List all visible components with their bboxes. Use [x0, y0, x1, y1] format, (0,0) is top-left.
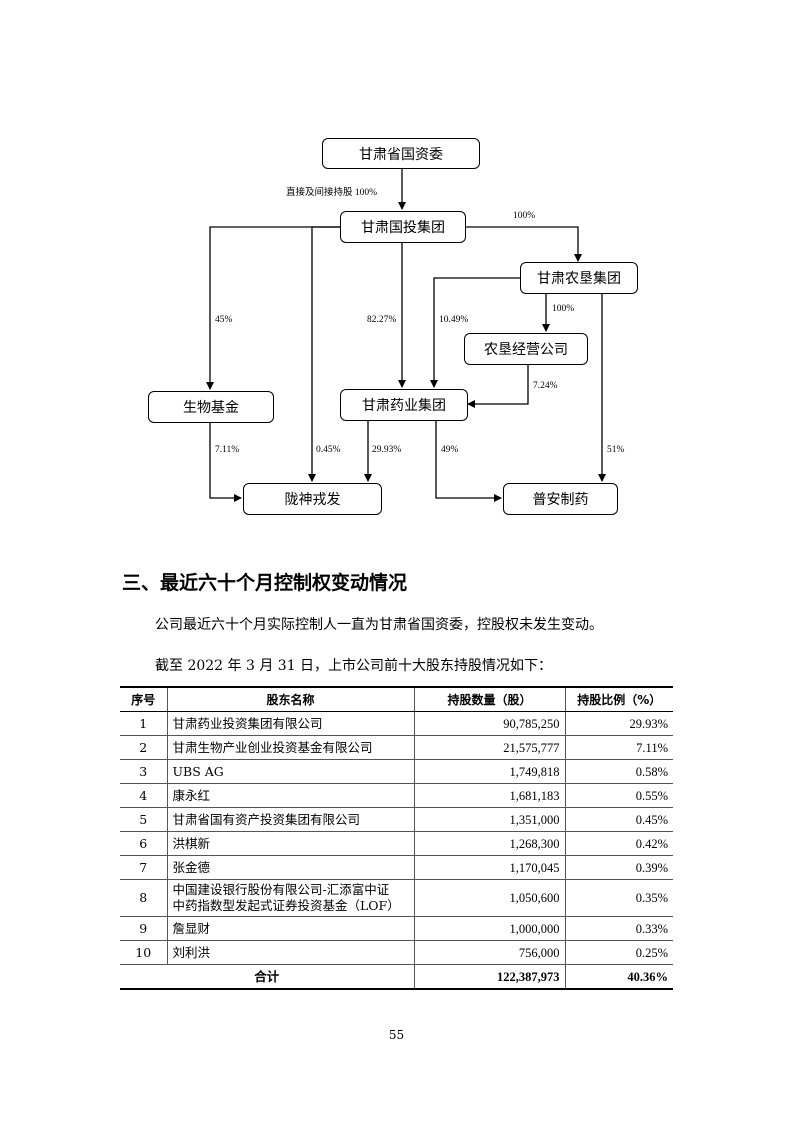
page-number: 55 [388, 1028, 405, 1042]
row-ratio: 0.42% [564, 831, 673, 856]
row-no: 5 [120, 807, 168, 832]
row-name-line-1: 中国建设银行股份有限公司-汇添富中证 [172, 882, 390, 897]
ownership-structure-diagram: 甘肃省国资委 甘肃国投集团 甘肃农垦集团 农垦经营公司 生物基金 甘肃药业集团 … [0, 0, 793, 540]
table-row: 10 刘利洪 756,000 0.25% [120, 940, 673, 965]
edge-gt-longshen [308, 226, 340, 482]
label-pharma-puan: 49% [441, 445, 459, 455]
node-longshen: 陇神戎发 [243, 483, 382, 515]
row-name: 刘利洪 [166, 940, 415, 965]
edge-pharma-puan [435, 421, 502, 502]
label-bio-longshen: 7.11% [215, 445, 240, 455]
row-name: 张金德 [166, 855, 415, 880]
label-nongken-nkjy: 100% [552, 304, 575, 314]
row-ratio: 0.39% [564, 855, 673, 880]
row-ratio: 0.25% [564, 940, 673, 965]
row-no: 3 [120, 759, 168, 784]
row-name: 甘肃药业投资集团有限公司 [166, 711, 415, 736]
label-gt-pharma: 82.27% [367, 315, 397, 325]
table-row: 8 中国建设银行股份有限公司-汇添富中证 中药指数型发起式证券投资基金（LOF）… [120, 879, 673, 917]
row-no: 1 [120, 711, 168, 736]
edge-nongken-pharma [430, 277, 520, 388]
row-shares: 21,575,777 [413, 735, 566, 760]
total-shares: 122,387,973 [413, 964, 566, 990]
row-ratio: 0.45% [564, 807, 673, 832]
table-total-row: 合计 122,387,973 40.36% [120, 964, 673, 990]
row-name: UBS AG [166, 759, 415, 784]
row-ratio: 0.58% [564, 759, 673, 784]
node-sasac: 甘肃省国资委 [322, 138, 480, 169]
table-intro-paragraph: 截至 2022 年 3 月 31 日，上市公司前十大股东持股情况如下： [155, 658, 553, 674]
header-ratio: 持股比例（%） [564, 686, 673, 712]
node-bio-fund: 生物基金 [148, 391, 274, 423]
row-name-line-2: 中药指数型发起式证券投资基金（LOF） [172, 898, 400, 913]
row-ratio: 0.55% [564, 783, 673, 808]
row-no: 8 [120, 879, 168, 917]
label-sasac-gt: 直接及间接持股 100% [286, 188, 378, 198]
label-nongken-pharma: 10.49% [439, 315, 469, 325]
node-puan-pharma: 普安制药 [503, 483, 618, 515]
label-pharma-longshen: 29.93% [372, 445, 402, 455]
top-ten-shareholders-table: 序号 股东名称 持股数量（股） 持股比例（%） 1 甘肃药业投资集团有限公司 9… [120, 686, 673, 990]
row-name: 康永红 [166, 783, 415, 808]
edge-gt-nongken [466, 226, 582, 262]
node-nongken-group: 甘肃农垦集团 [520, 262, 638, 294]
table-row: 6 洪棋新 1,268,300 0.42% [120, 831, 673, 856]
table-row: 7 张金德 1,170,045 0.39% [120, 855, 673, 880]
row-shares: 1,050,600 [413, 879, 566, 917]
row-no: 10 [120, 940, 168, 965]
row-shares: 1,170,045 [413, 855, 566, 880]
label-gt-longshen: 0.45% [316, 445, 341, 455]
edge-bio-longshen [209, 423, 242, 502]
row-no: 7 [120, 855, 168, 880]
table-row: 9 詹显财 1,000,000 0.33% [120, 916, 673, 941]
header-no: 序号 [120, 686, 168, 712]
node-pharma-group: 甘肃药业集团 [340, 389, 468, 421]
row-ratio: 29.93% [564, 711, 673, 736]
table-row: 4 康永红 1,681,183 0.55% [120, 783, 673, 808]
section-heading: 三、最近六十个月控制权变动情况 [122, 572, 408, 594]
label-nongken-puan: 51% [607, 445, 625, 455]
total-label: 合计 [120, 964, 415, 990]
row-name: 中国建设银行股份有限公司-汇添富中证 中药指数型发起式证券投资基金（LOF） [166, 879, 415, 917]
row-name: 甘肃省国有资产投资集团有限公司 [166, 807, 415, 832]
row-no: 6 [120, 831, 168, 856]
row-ratio: 0.33% [564, 916, 673, 941]
row-shares: 1,681,183 [413, 783, 566, 808]
row-shares: 1,749,818 [413, 759, 566, 784]
table-row: 2 甘肃生物产业创业投资基金有限公司 21,575,777 7.11% [120, 735, 673, 760]
control-change-paragraph: 公司最近六十个月实际控制人一直为甘肃省国资委，控股权未发生变动。 [155, 617, 603, 633]
node-gansu-guotou-group: 甘肃国投集团 [340, 211, 466, 243]
table-row: 3 UBS AG 1,749,818 0.58% [120, 759, 673, 784]
row-name: 詹显财 [166, 916, 415, 941]
header-name: 股东名称 [166, 686, 415, 712]
row-no: 2 [120, 735, 168, 760]
row-ratio: 7.11% [564, 735, 673, 760]
row-name: 甘肃生物产业创业投资基金有限公司 [166, 735, 415, 760]
total-ratio: 40.36% [564, 964, 673, 990]
diagram-connectors [206, 168, 606, 502]
label-gt-nongken: 100% [513, 211, 536, 221]
table-header-row: 序号 股东名称 持股数量（股） 持股比例（%） [120, 686, 673, 712]
edge-nkjy-pharma [467, 365, 529, 408]
table-row: 1 甘肃药业投资集团有限公司 90,785,250 29.93% [120, 711, 673, 736]
row-name: 洪棋新 [166, 831, 415, 856]
label-gt-bio: 45% [215, 315, 233, 325]
row-no: 9 [120, 916, 168, 941]
row-shares: 1,268,300 [413, 831, 566, 856]
edge-gt-bio [206, 226, 340, 390]
node-nongken-operation-company: 农垦经营公司 [464, 333, 588, 365]
row-shares: 1,000,000 [413, 916, 566, 941]
table-row: 5 甘肃省国有资产投资集团有限公司 1,351,000 0.45% [120, 807, 673, 832]
row-shares: 1,351,000 [413, 807, 566, 832]
label-nkjy-pharma: 7.24% [533, 381, 558, 391]
row-shares: 90,785,250 [413, 711, 566, 736]
row-ratio: 0.35% [564, 879, 673, 917]
header-shares: 持股数量（股） [413, 686, 566, 712]
row-no: 4 [120, 783, 168, 808]
row-shares: 756,000 [413, 940, 566, 965]
